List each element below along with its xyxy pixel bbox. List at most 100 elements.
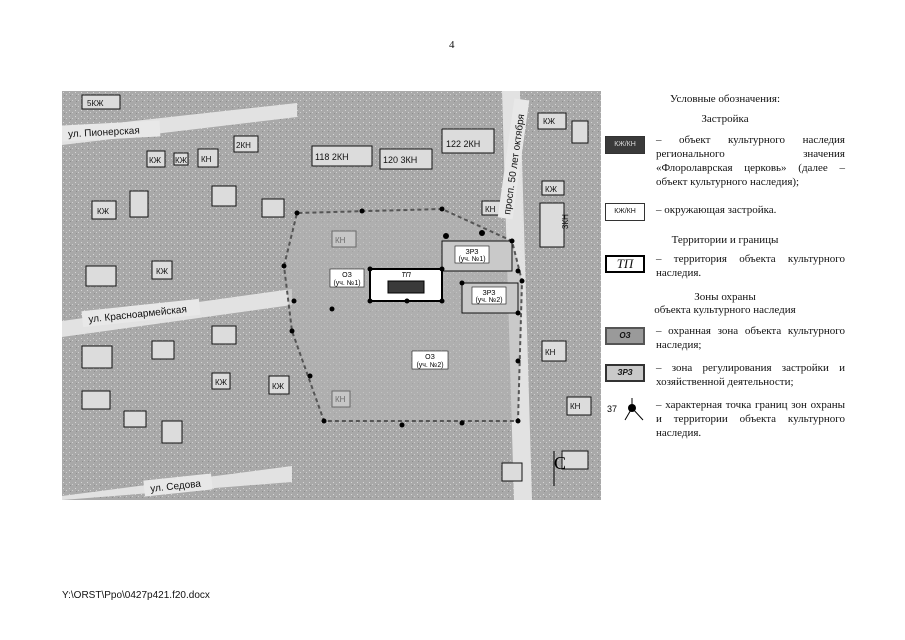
svg-text:37: 37 [607, 404, 617, 414]
building [311, 145, 373, 167]
boundary-point [443, 233, 449, 239]
page-number: 4 [449, 39, 455, 51]
legend-section-territories: Территории и границы [671, 234, 779, 246]
oz2-label-box [411, 350, 449, 370]
street-labels: ул. Пионерская ул. Красноармейская ул. С… [62, 98, 530, 497]
building-label: 2КН [236, 141, 251, 150]
building [85, 265, 117, 287]
boundary-point [281, 263, 287, 269]
zrz2-label-box [471, 286, 507, 305]
legend-point-icon: 37 [607, 398, 644, 421]
footer-file-path: Y:\ORST\Ppo\0427p421.f20.docx [62, 590, 210, 601]
building-label: 122 2КН [446, 139, 480, 149]
building-label: 118 2КН [315, 152, 349, 162]
building [441, 128, 495, 154]
building-label: КЖ [215, 378, 228, 387]
legend-section-buildings: Застройка [701, 113, 749, 125]
boundary-point [404, 298, 410, 304]
legend-oz-swatch: ОЗ [605, 327, 645, 345]
building [91, 200, 117, 220]
boundary-point [439, 266, 445, 272]
building [211, 325, 237, 345]
legend-tp-text: – территория объекта культурного наследи… [656, 253, 845, 279]
building [151, 340, 175, 360]
oz1-label: ОЗ [342, 272, 352, 279]
building [211, 185, 237, 207]
building-label: 3КН [561, 214, 570, 229]
building-label: КЖ [545, 185, 558, 194]
boundary-point [515, 418, 521, 424]
building-label: КН [485, 205, 496, 214]
boundary-point [459, 420, 465, 426]
legend-zrz-swatch: ЗРЗ [605, 364, 645, 382]
boundary-point [329, 306, 335, 312]
oz2-label-sub: (уч. №2) [416, 362, 443, 369]
legend-point-text: – характерная точка границ зон охраны и … [656, 399, 845, 439]
building [81, 390, 111, 410]
street-label-pionerskaya: ул. Пионерская [68, 126, 140, 141]
zone-labels: ОЗ (уч. №1) ОЗ (уч. №2) ЗРЗ (уч. №1) ЗРЗ… [329, 245, 507, 370]
zrz2-label: ЗРЗ [483, 290, 496, 297]
boundary-point [479, 230, 485, 236]
boundary-point [294, 210, 300, 216]
boundary-point [515, 268, 521, 274]
street-label-box [81, 298, 201, 328]
legend-section-zones-2: объекта культурного наследия [654, 304, 796, 316]
building [151, 260, 173, 280]
zrz1-label: ЗРЗ [466, 249, 479, 256]
legend-tp-swatch: ТП [605, 255, 645, 273]
building [129, 190, 149, 218]
building-label: КЖ [272, 382, 285, 391]
legend-title: Условные обозначения: [669, 93, 781, 105]
building [146, 150, 166, 168]
legend-heritage-swatch: КЖ/КН [605, 136, 645, 154]
building [541, 340, 567, 362]
boundary-point [307, 373, 313, 379]
boundary-point [291, 298, 297, 304]
building [81, 345, 113, 369]
zone-map: 5КЖ КЖ КЖ КН 2КН 118 2КН 120 3КН 122 2КН… [62, 91, 601, 500]
boundary-point [459, 280, 465, 286]
street-label-box [62, 120, 161, 142]
building [233, 135, 259, 153]
building [268, 375, 290, 395]
boundary-points [281, 206, 525, 428]
building-label: КН [570, 402, 581, 411]
legend-section-zones-1: Зоны охраны [694, 291, 756, 303]
boundary-point [359, 208, 365, 214]
building [501, 462, 523, 482]
boundary-point [509, 238, 515, 244]
boundary-point [519, 278, 525, 284]
legend-zrz-text: – зона регулирования застройки и хозяйст… [656, 362, 845, 388]
building-label: КЖ [175, 156, 188, 165]
boundary-point [367, 266, 373, 272]
building-label: КН [545, 348, 556, 357]
building [197, 148, 219, 168]
building-label: КЖ [97, 207, 110, 216]
zrz1-label-sub: (уч. №1) [458, 256, 485, 263]
street-label-box [143, 473, 213, 497]
boundary-point [515, 310, 521, 316]
building [261, 198, 285, 218]
legend-surrounding-swatch: КЖ/КН [605, 203, 645, 221]
north-label: С [554, 453, 566, 473]
zrz1-label-box [454, 245, 490, 264]
tp-label: ТП [401, 272, 411, 279]
building [539, 202, 565, 248]
building-label: КЖ [156, 267, 169, 276]
building-label: КЖ [149, 156, 162, 165]
building [561, 450, 589, 470]
street-label-sedova: ул. Седова [150, 479, 202, 495]
oz2-label: ОЗ [425, 354, 435, 361]
building [161, 420, 183, 444]
legend-oz-text: – охранная зона объекта культурного насл… [656, 325, 845, 351]
boundary-point [439, 206, 445, 212]
boundary-point [367, 298, 373, 304]
street-label-box [497, 98, 530, 220]
zrz2-label-sub: (уч. №2) [475, 297, 502, 304]
building-label: КЖ [543, 117, 556, 126]
building-label: 5КЖ [87, 99, 104, 108]
building [566, 396, 592, 416]
building [173, 152, 189, 166]
building [81, 94, 121, 110]
